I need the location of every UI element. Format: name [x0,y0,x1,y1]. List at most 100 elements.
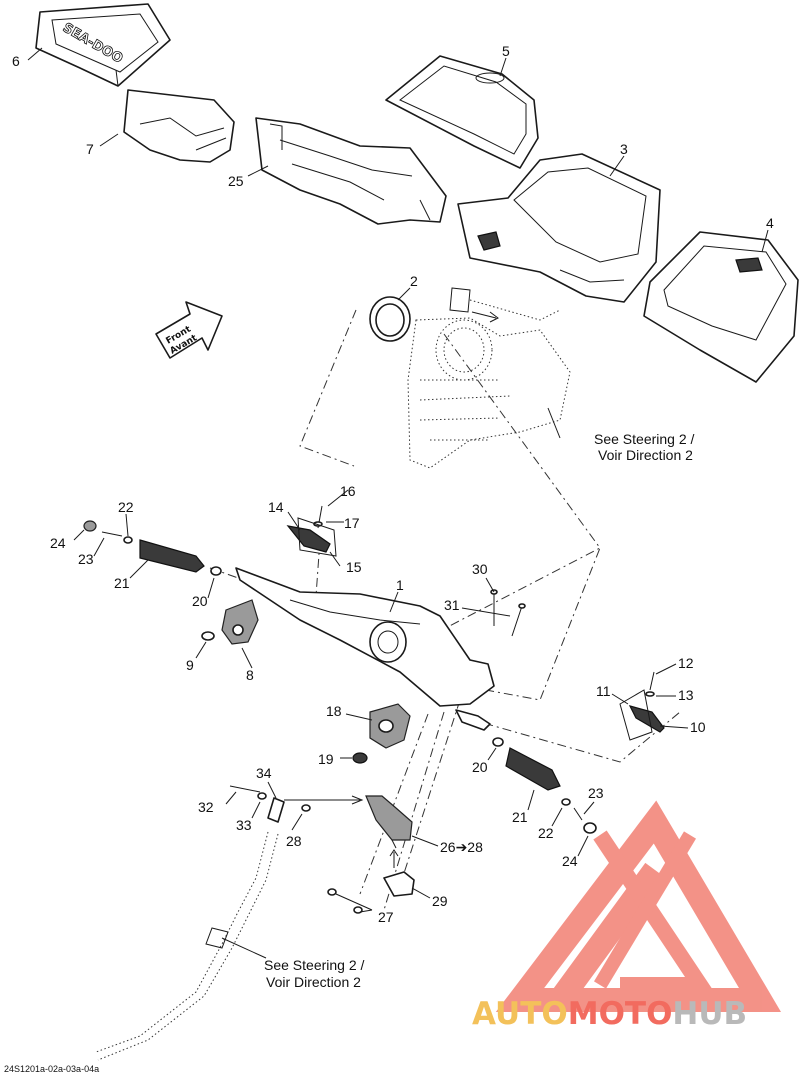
callout-10: 10 [690,719,706,735]
part-1-handlebar [235,567,495,731]
watermark-auto: AUTO [472,996,568,1032]
part-2-gauge-ring [369,296,411,342]
watermark-triangle-inner [593,830,715,993]
callout-23-left: 23 [78,551,94,567]
callout-6: 6 [12,53,20,69]
callout-8: 8 [246,667,254,683]
part-14-lever-left [286,525,331,553]
cable-end-group [95,785,364,1061]
callout-18: 18 [326,703,342,719]
callout-1: 1 [396,577,404,593]
callout-22-right: 22 [538,825,554,841]
part-27-nuts [327,888,363,914]
part-3-instrument-housing [457,153,661,303]
callout-14: 14 [268,499,284,515]
right-lever-group [619,671,665,741]
part-23-screw-right [573,807,583,821]
callout-23-right: 23 [588,785,604,801]
callout-5: 5 [502,43,510,59]
note-bottom-line2: Voir Direction 2 [266,974,361,990]
callout-12: 12 [678,655,694,671]
part-29-plate [383,871,415,897]
left-lever-group [286,505,337,557]
callout-29: 29 [432,893,448,909]
callout-34: 34 [256,765,272,781]
callout-28: 28 [286,833,302,849]
callout-27: 27 [378,909,394,925]
callout-26: 26➔28 [440,839,483,855]
left-grip-group [83,520,222,576]
callout-2: 2 [410,273,418,289]
callout-9: 9 [186,657,194,673]
part-25-console-housing [255,117,447,225]
watermark-moto: MOTO [568,996,673,1032]
phantom-steering-column [407,287,571,469]
callout-24-left: 24 [50,535,66,551]
part-22-washer-right [561,798,571,806]
callout-25: 25 [228,173,244,189]
callout-7: 7 [86,141,94,157]
callout-16: 16 [340,483,356,499]
watermark-text: AUTOMOTOHUB [472,996,747,1032]
callout-20-right: 20 [472,759,488,775]
part-19-knob [352,752,368,764]
callout-21-left: 21 [114,575,130,591]
callout-4: 4 [766,215,774,231]
part-26-clamp [365,795,413,849]
callout-32: 32 [198,799,214,815]
note-top-line2: Voir Direction 2 [598,447,693,463]
callout-13: 13 [678,687,694,703]
part-12-bolt-right [649,671,655,691]
throttle-cable-phantom [95,831,269,1053]
callout-11: 11 [596,683,611,699]
part-24-cap-left [83,520,97,532]
callout-15: 15 [346,559,362,575]
callout-24-right: 24 [562,853,578,869]
part-34-cable-end [267,797,285,823]
watermark-logo [495,800,782,1012]
part-32-screw [229,785,261,793]
part-28-nut [301,804,311,812]
part-10-lever-right [628,705,665,733]
part-21-grip-left [139,539,205,573]
callout-22-left: 22 [118,499,134,515]
part-13-washer-right [645,691,655,697]
part-6-top-cover: SEA-DOO [35,3,171,87]
part-30-31-bolts [490,589,526,637]
part-22-washer-left [123,536,133,544]
part-11-lever-frame [619,689,653,741]
front-direction-arrow: Front Avant [155,301,223,359]
callout-30: 30 [472,561,488,577]
note-steering-top: See Steering 2 / Voir Direction 2 [594,431,695,463]
note-top-line1: See Steering 2 / [594,431,695,447]
drawing-code: 24S1201a-02a-03a-04a [4,1064,99,1074]
part-5-bezel-frame [385,55,539,169]
part-21-grip-right [505,747,561,791]
callout-labels: 1 2 3 4 5 6 7 8 9 10 11 12 13 14 15 16 1… [12,43,774,925]
part-9-ring [201,631,215,641]
right-grip-group [492,737,597,834]
part-33-washer [257,792,267,800]
part-4-visor-frame [643,231,799,383]
watermark-triangle-stroke [593,831,697,989]
leader-lines [27,47,769,959]
callout-19: 19 [318,751,334,767]
note-bottom-line1: See Steering 2 / [264,957,365,973]
callout-33: 33 [236,817,252,833]
callout-31: 31 [444,597,460,613]
part-8-bracket [221,599,259,645]
callout-3: 3 [620,141,628,157]
callout-20-left: 20 [192,593,208,609]
part-23-screw-left [101,531,123,537]
part-18-switch-housing [369,703,411,749]
part-15-lever-frame [297,517,337,557]
svg-text:AUTOMOTOHUB: AUTOMOTOHUB [472,996,747,1032]
callout-17: 17 [344,515,360,531]
part-7-cover-panel [123,89,235,163]
note-steering-bottom: See Steering 2 / Voir Direction 2 [264,957,365,990]
part-20-washer-left [210,566,222,576]
callout-21-right: 21 [512,809,528,825]
watermark-hub: HUB [672,996,747,1032]
